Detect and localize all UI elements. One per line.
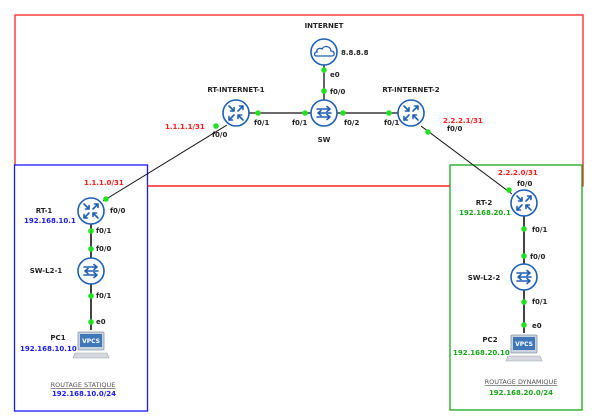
- port-label: f0/0: [212, 131, 227, 139]
- rt-2-wan-ip-label: 2.2.2.0/31: [498, 169, 538, 177]
- rt-2-label: RT-2: [476, 199, 493, 207]
- port-dot: [255, 110, 261, 116]
- port-label: f0/0: [530, 253, 545, 261]
- rt-1-wan-ip-label: 1.1.1.0/31: [84, 179, 124, 187]
- port-label: e0: [532, 322, 542, 330]
- port-dot: [386, 110, 392, 116]
- internet-label: INTERNET: [305, 22, 344, 30]
- port-label: f0/1: [292, 119, 307, 127]
- port-dot: [213, 123, 219, 129]
- router-icon: [516, 195, 532, 211]
- port-label: f0/1: [254, 119, 269, 127]
- pc1-ip-label: 192.168.10.10: [20, 345, 77, 353]
- port-dot: [103, 196, 109, 202]
- router-icon: [403, 105, 419, 121]
- port-label: e0: [330, 71, 340, 79]
- pc2-ip-label: 192.168.20.10: [453, 349, 510, 357]
- device-pc1[interactable]: VPCS: [72, 331, 110, 359]
- port-dot: [88, 246, 94, 252]
- sw-l2-1-label: SW-L2-1: [30, 267, 63, 275]
- router-icon: [83, 203, 99, 219]
- internet-ip-label: 8.8.8.8: [341, 49, 369, 57]
- port-dot: [521, 253, 527, 259]
- switch-icon: [316, 105, 332, 121]
- port-label: f0/0: [517, 180, 532, 188]
- rt-internet-1-label: RT-INTERNET-1: [207, 86, 264, 94]
- port-dot: [521, 226, 527, 232]
- switch-icon: [516, 269, 532, 285]
- device-sw-l2-1[interactable]: [77, 257, 105, 285]
- device-pc2[interactable]: VPCS: [505, 334, 543, 362]
- port-labels: e0 f0/0 f0/1 f0/1 f0/2 f0/1 f0/0 f0/0 f0…: [96, 71, 547, 330]
- internet-zone-border: [14, 14, 584, 187]
- router-icon: [228, 105, 244, 121]
- cloud-icon: [313, 45, 335, 57]
- sw-label: SW: [318, 136, 331, 144]
- device-rt-internet-2[interactable]: [397, 99, 425, 127]
- rt-internet-2-ip-label: 2.2.2.1/31: [443, 117, 483, 125]
- port-label: f0/2: [344, 119, 359, 127]
- port-dot: [425, 129, 431, 135]
- port-dot: [321, 67, 327, 73]
- static-zone-title: ROUTAGE STATIQUE: [51, 381, 116, 389]
- port-dot: [521, 299, 527, 305]
- device-sw-l2-2[interactable]: [510, 263, 538, 291]
- vpcs-screen-label: VPCS: [515, 341, 533, 348]
- port-label: f0/1: [532, 298, 547, 306]
- rt-internet-1-ip-label: 1.1.1.1/31: [165, 123, 205, 131]
- port-label: f0/0: [110, 207, 125, 215]
- rt-1-label: RT-1: [36, 207, 53, 215]
- port-label: f0/0: [96, 245, 111, 253]
- port-dot: [88, 293, 94, 299]
- port-dot: [302, 110, 308, 116]
- device-rt-1[interactable]: [77, 197, 105, 225]
- link-rtinternet2-rt2[interactable]: [420, 125, 513, 195]
- port-label: f0/1: [532, 226, 547, 234]
- vpcs-screen-label: VPCS: [82, 338, 100, 345]
- port-label: e0: [96, 318, 106, 326]
- pc2-label: PC2: [482, 336, 497, 344]
- port-label: f0/1: [96, 292, 111, 300]
- pc1-label: PC1: [50, 334, 65, 342]
- device-rt-2[interactable]: [510, 189, 538, 217]
- port-label: f0/1: [384, 119, 399, 127]
- link-rtinternet1-rt1[interactable]: [102, 124, 228, 202]
- rt-internet-2-label: RT-INTERNET-2: [382, 86, 439, 94]
- port-dot: [506, 187, 512, 193]
- dynamic-zone-network: 192.168.20.0/24: [489, 389, 553, 397]
- port-dot: [88, 319, 94, 325]
- device-internet[interactable]: [310, 38, 338, 66]
- port-label: f0/0: [330, 88, 345, 96]
- sw-l2-2-label: SW-L2-2: [468, 274, 501, 282]
- port-dots: [88, 67, 527, 328]
- port-dot: [88, 228, 94, 234]
- port-dot: [340, 110, 346, 116]
- rt-1-lan-ip-label: 192.168.10.1: [24, 217, 76, 225]
- device-sw[interactable]: [310, 99, 338, 127]
- switch-icon: [83, 263, 99, 279]
- static-zone-network: 192.168.10.0/24: [52, 390, 116, 398]
- port-dot: [321, 88, 327, 94]
- rt-2-lan-ip-label: 192.168.20.1: [459, 209, 511, 217]
- port-dot: [521, 322, 527, 328]
- port-label: f0/1: [96, 227, 111, 235]
- device-rt-internet-1[interactable]: [222, 99, 250, 127]
- port-label: f0/0: [447, 125, 462, 133]
- dynamic-zone-title: ROUTAGE DYNAMIQUE: [485, 378, 558, 386]
